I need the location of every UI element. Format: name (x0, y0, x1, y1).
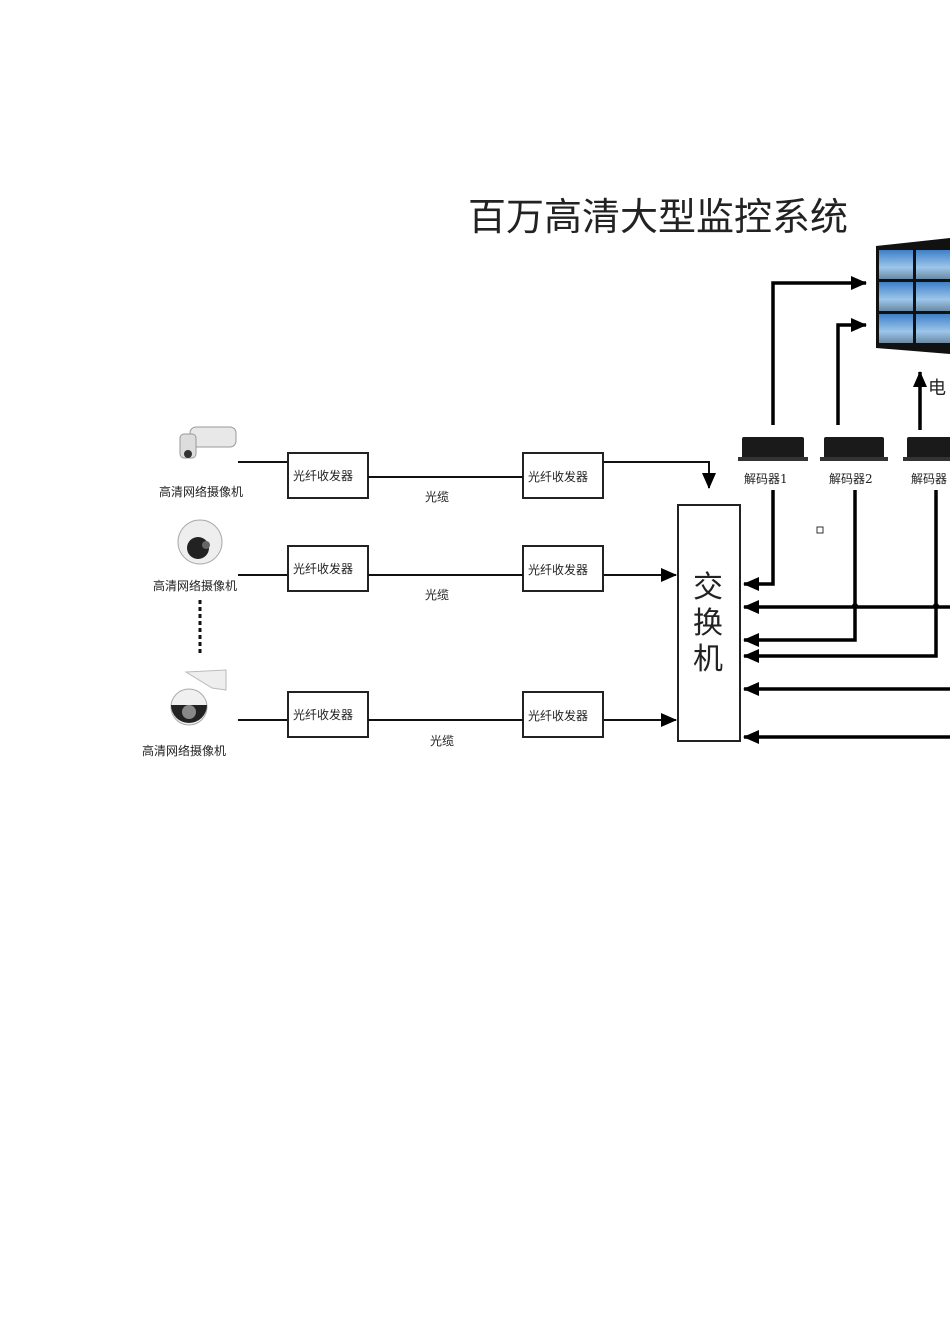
decoder-label-3: 解码器 (911, 472, 947, 486)
switch-label-2: 换 (693, 606, 723, 641)
transceiver-label: 光纤收发器 (528, 562, 588, 577)
switch-label-3: 机 (693, 642, 723, 677)
video-wall (876, 238, 950, 354)
link-decoder3-switch (743, 490, 938, 663)
cable-label: 光缆 (430, 734, 454, 748)
fiber-transceiver-switch-side (522, 452, 604, 499)
link-row1-switch (604, 461, 716, 489)
video-wall-screen (916, 314, 950, 343)
decoder-1 (738, 437, 808, 461)
cable-label: 光缆 (425, 588, 449, 602)
decoder-2 (820, 437, 888, 461)
link-decoder1-wall (771, 276, 867, 425)
switch-label-1: 交 (693, 570, 723, 605)
link-decoder2-switch (743, 490, 857, 647)
stray-marker (816, 526, 824, 534)
transceiver-label: 光纤收发器 (293, 468, 353, 483)
link-decoder1-switch (743, 490, 775, 591)
video-wall-screen (879, 282, 913, 311)
video-wall-screen (916, 250, 950, 279)
fiber-transceiver-camera-side (287, 452, 369, 499)
link-decoder2-wall (836, 318, 867, 425)
camera-label-3: 高清网络摄像机 (142, 743, 226, 758)
camera-label-2: 高清网络摄像机 (153, 578, 237, 593)
video-wall-screen (916, 282, 950, 311)
decoder-label-2: 解码器2 (829, 472, 873, 486)
decoder-label-1: 解码器1 (744, 472, 788, 486)
decoder-3 (903, 437, 950, 461)
bullet-camera-icon (179, 426, 237, 459)
fiber-transceiver-switch-side (522, 691, 604, 738)
transceiver-label: 光纤收发器 (293, 561, 353, 576)
diagram-title: 百万高清大型监控系统 (468, 195, 848, 239)
video-wall-screen (879, 314, 913, 343)
fiber-transceiver-switch-side (522, 545, 604, 592)
ptz-camera-icon (170, 669, 227, 726)
fiber-transceiver-camera-side (287, 691, 369, 738)
camera-label-1: 高清网络摄像机 (159, 484, 243, 499)
video-wall-label: 电 (928, 378, 946, 399)
transceiver-label: 光纤收发器 (528, 469, 588, 484)
transceiver-label: 光纤收发器 (528, 708, 588, 723)
dome-camera-icon (177, 519, 223, 565)
network-switch (677, 504, 741, 742)
fiber-transceiver-camera-side (287, 545, 369, 592)
cable-label: 光缆 (425, 490, 449, 504)
video-wall-screen (879, 250, 913, 279)
transceiver-label: 光纤收发器 (293, 707, 353, 722)
